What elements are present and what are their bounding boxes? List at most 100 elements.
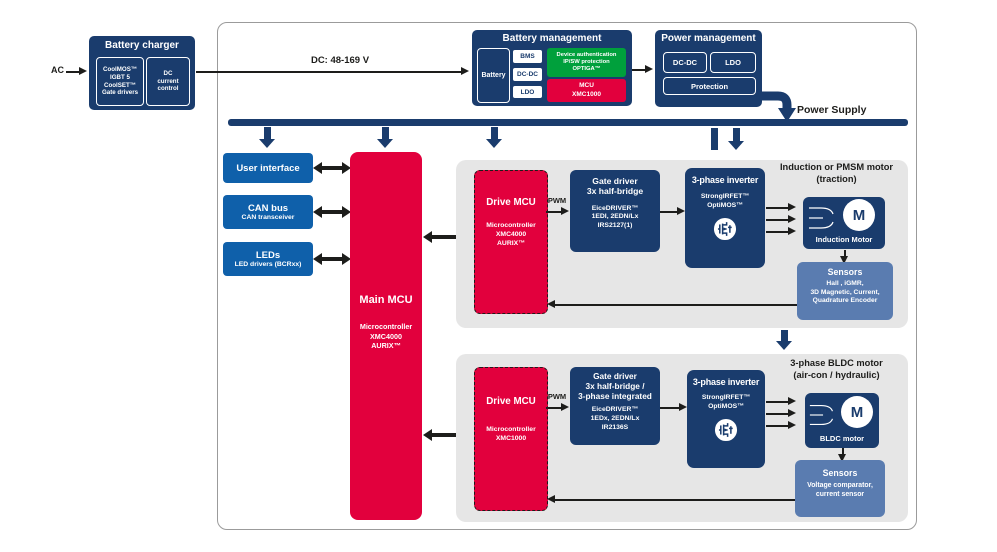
phase2-head-c — [788, 421, 796, 429]
traction-header: Induction or PMSM motor (traction) — [779, 162, 894, 184]
motor1-sensors1-head — [840, 256, 848, 264]
leds-box: LEDs LED drivers (BCRxx) — [223, 242, 313, 276]
bus-arrow-to-main-mcu — [377, 127, 393, 148]
gate-driver1-title: Gate driver 3x half-bridge — [586, 176, 644, 197]
sensors1-title: Sensors — [827, 267, 863, 277]
power-supply-bus — [228, 119, 908, 126]
leds-subtitle: LED drivers (BCRxx) — [234, 261, 302, 268]
inverter2-box: 3-phase inverter StrongIRFET™ OptiMOS™ — [687, 370, 765, 468]
phase1-head-b — [788, 215, 796, 223]
bus-arrow-to-drive-section — [486, 127, 502, 148]
motor-winding-icon — [809, 207, 834, 229]
gd2-inv2-arrow-head — [679, 403, 687, 411]
bm-dcdc-box: DC-DC — [513, 68, 542, 81]
ac-arrow-line — [66, 71, 80, 73]
pm-to-bus-elbow-arrow — [756, 91, 796, 122]
mosfet-icon — [713, 417, 739, 443]
sensors1-items: Hall , iGMR, 3D Magnetic, Current, Quadr… — [810, 280, 880, 305]
mosfet-icon — [712, 216, 738, 242]
bms-box: BMS — [513, 50, 542, 63]
ac-arrow-head — [79, 67, 87, 75]
sensors2-title: Sensors — [822, 468, 858, 478]
bm-mcu-box: MCU XMC1000 — [547, 79, 626, 102]
drive-mcu2-box: Drive MCU Microcontroller XMC1000 — [474, 367, 548, 511]
bm-pm-arrow-head — [645, 65, 653, 73]
main-mcu-subtitle: Microcontroller XMC4000 AURIX™ — [359, 322, 413, 351]
gate-driver1-parts: EiceDRIVER™ 1EDI, 2EDN/Lx IRS2127(1) — [591, 204, 639, 230]
induction-motor-box: M Induction Motor — [803, 197, 885, 249]
gd1-inv1-line — [660, 211, 679, 213]
motor-winding-icon — [809, 405, 834, 425]
power-supply-label: Power Supply — [797, 104, 867, 116]
charger-switches-chip: CoolMOS™ IGBT 5 CoolSET™ Gate drivers — [96, 57, 144, 106]
motor2-label: BLDC motor — [819, 434, 865, 443]
inverter1-title: 3-phase inverter — [691, 175, 759, 185]
phase2-line-a — [766, 401, 790, 403]
charger-dc-control-chip: DC current control — [146, 57, 190, 106]
inverter2-title: 3-phase inverter — [692, 377, 760, 387]
battery-management-box: Battery management Battery BMS DC-DC LDO… — [472, 30, 632, 106]
dc-link-label: DC: 48-169 V — [310, 55, 370, 66]
bus-arrow-to-inverter — [728, 128, 744, 150]
bldc-motor-box: M BLDC motor — [805, 393, 879, 448]
pm-ldo-box: LDO — [710, 52, 756, 73]
motor1-m-circle: M — [843, 199, 875, 231]
motor1-label: Induction Motor — [815, 235, 873, 244]
sensors2-items: Voltage comparator, current sensor — [807, 482, 873, 498]
inverter2-parts: StrongIRFET™ OptiMOS™ — [701, 394, 751, 410]
ac-label: AC — [51, 65, 64, 75]
feedback1-line — [555, 304, 797, 306]
gate-driver2-title: Gate driver 3x half-bridge / 3-phase int… — [578, 371, 652, 401]
gate-driver2-box: Gate driver 3x half-bridge / 3-phase int… — [570, 367, 660, 445]
bus-feed-bar-to-inverter — [711, 128, 718, 150]
user-interface-title: User interface — [236, 162, 300, 174]
battery-charger-box: Battery charger CoolMOS™ IGBT 5 CoolSET™… — [89, 36, 195, 110]
phase1-line-a — [766, 207, 790, 209]
dc-link-line — [196, 71, 462, 73]
battery-management-title: Battery management — [502, 33, 602, 44]
phase1-line-c — [766, 231, 790, 233]
leds-mainmcu-arrow — [313, 253, 351, 265]
leds-title: LEDs — [255, 250, 281, 261]
pwm1-line — [546, 211, 563, 213]
drive-mcu1-box: Drive MCU Microcontroller XMC4000 AURIX™ — [474, 170, 548, 314]
pwm1-label: PWM — [547, 196, 567, 205]
main-mcu-box: Main MCU Microcontroller XMC4000 AURIX™ — [350, 152, 422, 520]
inverter1-parts: StrongIRFET™ OptiMOS™ — [700, 193, 750, 209]
pm-dcdc-box: DC-DC — [663, 52, 707, 73]
bldc-header: 3-phase BLDC motor (air-con / hydraulic) — [790, 358, 883, 380]
phase1-head-c — [788, 227, 796, 235]
ui-mainmcu-arrow — [313, 162, 351, 174]
phase1-head-a — [788, 203, 796, 211]
gd2-inv2-line — [660, 407, 681, 409]
phase2-head-a — [788, 397, 796, 405]
dc-link-arrow-head — [461, 67, 469, 75]
gate-driver2-parts: EiceDRIVER™ 1EDx, 2EDN/Lx IR2136S — [590, 405, 640, 431]
pm-protection-box: Protection — [663, 77, 756, 95]
gd1-inv1-arrow-head — [677, 207, 685, 215]
motor2-m-circle: M — [841, 396, 873, 428]
bus-arrow-to-user-interface — [259, 127, 275, 148]
feedback2-head — [547, 495, 555, 503]
user-interface-box: User interface — [223, 153, 313, 183]
main-mcu-title: Main MCU — [359, 294, 413, 306]
drive-mcu2-title: Drive MCU — [486, 396, 536, 407]
drive-mcu1-title: Drive MCU — [486, 197, 536, 208]
bm-ldo-box: LDO — [513, 86, 542, 98]
can-bus-title: CAN bus — [247, 203, 289, 214]
drive-mcu2-subtitle: Microcontroller XMC1000 — [486, 426, 536, 443]
inverter1-box: 3-phase inverter StrongIRFET™ OptiMOS™ — [685, 168, 765, 268]
power-management-title: Power management — [661, 33, 756, 44]
motor2-sensors2-line — [842, 448, 844, 456]
bm-pm-line — [632, 69, 647, 71]
drive-mcu1-subtitle: Microcontroller XMC4000 AURIX™ — [486, 222, 536, 248]
feedback1-head — [547, 300, 555, 308]
panel1-panel2-arrow — [776, 330, 792, 350]
pwm1-arrow-head — [561, 207, 569, 215]
phase2-line-c — [766, 425, 790, 427]
motor1-sensors1-line — [844, 250, 846, 258]
gate-driver1-box: Gate driver 3x half-bridge EiceDRIVER™ 1… — [570, 170, 660, 252]
phase1-line-b — [766, 219, 790, 221]
pwm2-line — [546, 407, 563, 409]
